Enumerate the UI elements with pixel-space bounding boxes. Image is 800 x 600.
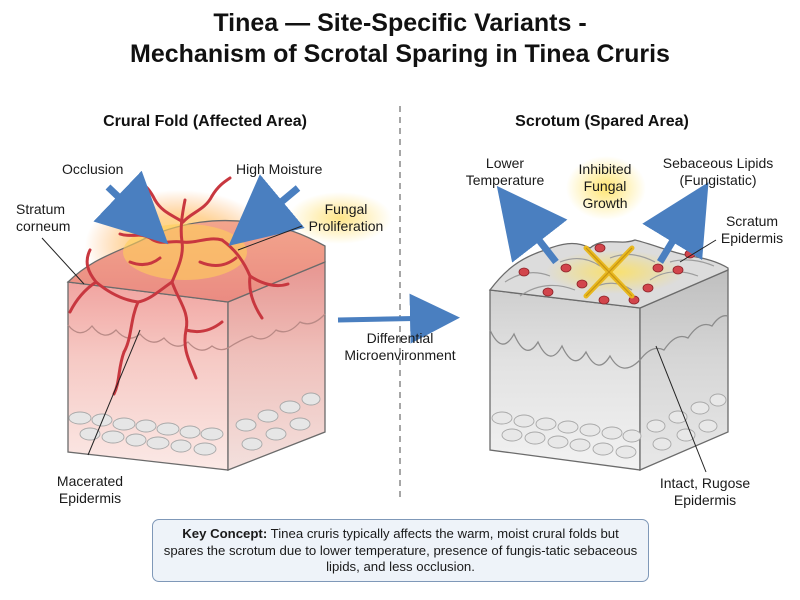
inhibited-line-1: Inhibited bbox=[578, 161, 632, 177]
scratum-line-2: Epidermis bbox=[720, 230, 784, 246]
occlusion-arrow bbox=[93, 170, 169, 245]
scrotum-skin-block bbox=[488, 239, 729, 471]
macerated-line-2: Epidermis bbox=[58, 490, 122, 506]
stratum-line-1: Stratum bbox=[16, 201, 66, 217]
right-panel-heading: Scrotum (Spared Area) bbox=[515, 113, 689, 130]
inhibited-line-2: Fungal bbox=[583, 178, 627, 194]
occlusion-label: Occlusion bbox=[62, 161, 124, 177]
title-line-1: Tinea — Site-Specific Variants - bbox=[213, 9, 587, 37]
stratum-corneum-label: Stratum corneum bbox=[16, 201, 70, 235]
fungal-line-2: Proliferation bbox=[308, 218, 384, 234]
fungal-line-1: Fungal bbox=[324, 201, 368, 217]
fungal-leader bbox=[237, 225, 303, 251]
lower-temperature-arrow bbox=[496, 185, 568, 265]
macerated-leader bbox=[87, 329, 141, 456]
differential-line-2: Microenvironment bbox=[344, 347, 456, 363]
inhibited-fungal-growth-label: Inhibited Fungal Growth bbox=[560, 161, 650, 212]
stratum-line-2: corneum bbox=[16, 218, 71, 234]
sebaceous-arrow bbox=[642, 182, 709, 264]
lower-line-1: Lower bbox=[485, 155, 525, 171]
differential-arrow bbox=[337, 293, 460, 344]
lower-line-2: Temperature bbox=[465, 172, 545, 188]
title-line-2: Mechanism of Scrotal Sparing in Tinea Cr… bbox=[130, 40, 670, 68]
scratum-line-1: Scratum bbox=[725, 213, 779, 229]
sebaceous-line-1: Sebaceous Lipids bbox=[662, 155, 774, 171]
sebaceous-lipids-label: Sebaceous Lipids (Fungistatic) bbox=[648, 155, 788, 189]
scratum-leader bbox=[679, 239, 717, 263]
sebaceous-line-2: (Fungistatic) bbox=[679, 172, 757, 188]
macerated-line-1: Macerated bbox=[56, 473, 124, 489]
differential-line-1: Differential bbox=[366, 330, 434, 346]
scratum-epidermis-label: Scratum Epidermis bbox=[712, 213, 792, 247]
fungal-proliferation-label: Fungal Proliferation bbox=[296, 201, 396, 235]
crural-fold-skin-block bbox=[66, 176, 392, 471]
key-concept-label: Key Concept: bbox=[182, 526, 268, 541]
intact-line-1: Intact, Rugose bbox=[659, 475, 751, 491]
macerated-epidermis-label: Macerated Epidermis bbox=[40, 473, 140, 507]
intact-rugose-epidermis-label: Intact, Rugose Epidermis bbox=[640, 475, 770, 509]
differential-microenvironment-label: Differential Microenvironment bbox=[330, 330, 470, 364]
stratum-leader bbox=[41, 237, 85, 285]
lower-temperature-label: Lower Temperature bbox=[450, 155, 560, 189]
intact-leader bbox=[655, 345, 707, 473]
page-title: Tinea — Site-Specific Variants - Mechani… bbox=[0, 8, 800, 70]
left-panel-heading: Crural Fold (Affected Area) bbox=[103, 113, 307, 130]
high-moisture-label: High Moisture bbox=[236, 161, 323, 177]
moisture-arrow bbox=[228, 174, 305, 246]
inhibited-line-3: Growth bbox=[582, 195, 628, 211]
key-concept-text: Tinea cruris typically affects the warm,… bbox=[163, 526, 638, 574]
key-concept-box: Key Concept: Tinea cruris typically affe… bbox=[152, 519, 649, 582]
intact-line-2: Epidermis bbox=[673, 492, 737, 508]
